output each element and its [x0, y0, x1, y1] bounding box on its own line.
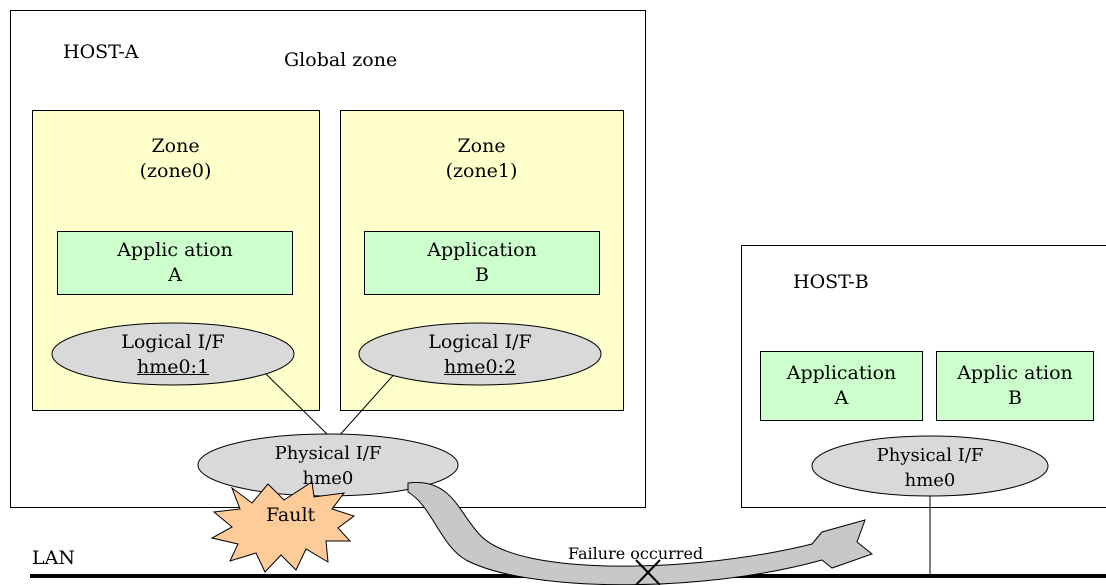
fault-label: Fault: [266, 504, 316, 526]
application-a-host-b-line1: Application: [786, 362, 897, 384]
zone0-title: Zone: [151, 135, 200, 157]
physical-if-host-b-line2: hme0: [904, 470, 956, 491]
application-b-host-b: Applic ation B: [936, 351, 1094, 421]
connector-zone0: [261, 369, 331, 438]
global-zone-label: Global zone: [284, 49, 398, 71]
zone0-name: (zone0): [139, 160, 212, 182]
application-a-zone0: Applic ation A: [57, 231, 293, 295]
failover-arrow: [407, 482, 874, 585]
physical-if-host-a-line1: Physical I/F: [274, 443, 382, 464]
physical-if-host-b-line1: Physical I/F: [876, 445, 984, 466]
logical-if-zone1-ellipse: [358, 322, 602, 386]
logical-if-zone0-ellipse: [51, 322, 295, 386]
zone1-title: Zone: [457, 135, 506, 157]
application-b-host-b-line1: Applic ation: [957, 362, 1073, 384]
application-a-host-b: Application A: [760, 351, 923, 421]
failure-x-mark-2: [635, 559, 661, 585]
application-b-zone1-line2: B: [475, 264, 489, 286]
connector-zone1: [337, 369, 399, 438]
failure-occurred-label: Failure occurred: [568, 544, 704, 563]
host-a-title: HOST-A: [63, 41, 139, 63]
logical-if-zone1-line2: hme0:2: [443, 356, 517, 378]
logical-if-zone0-line1: Logical I/F: [121, 331, 225, 353]
application-a-zone0-line1: Applic ation: [117, 239, 233, 261]
host-b-box: [741, 245, 1106, 508]
logical-if-zone0-line2: hme0:1: [136, 356, 210, 378]
zone1-label: Zone (zone1): [340, 134, 623, 184]
application-b-zone1: Application B: [364, 231, 600, 295]
host-b-title: HOST-B: [793, 271, 869, 293]
application-b-zone1-line1: Application: [427, 239, 537, 261]
physical-if-host-a-line2: hme0: [302, 468, 354, 489]
zone1-name: (zone1): [445, 160, 518, 182]
logical-if-zone0-label: Logical I/F hme0:1: [52, 330, 294, 380]
physical-if-host-a-label: Physical I/F hme0: [198, 441, 458, 491]
zone0-label: Zone (zone0): [32, 134, 319, 184]
application-b-host-b-line2: B: [1008, 387, 1022, 409]
logical-if-zone1-line1: Logical I/F: [428, 331, 532, 353]
physical-if-host-b-label: Physical I/F hme0: [812, 443, 1048, 493]
application-a-zone0-line2: A: [168, 264, 182, 286]
lan-label: LAN: [32, 547, 75, 569]
logical-if-zone1-label: Logical I/F hme0:2: [359, 330, 601, 380]
application-a-host-b-line2: A: [834, 387, 849, 409]
fault-burst: [210, 481, 356, 573]
